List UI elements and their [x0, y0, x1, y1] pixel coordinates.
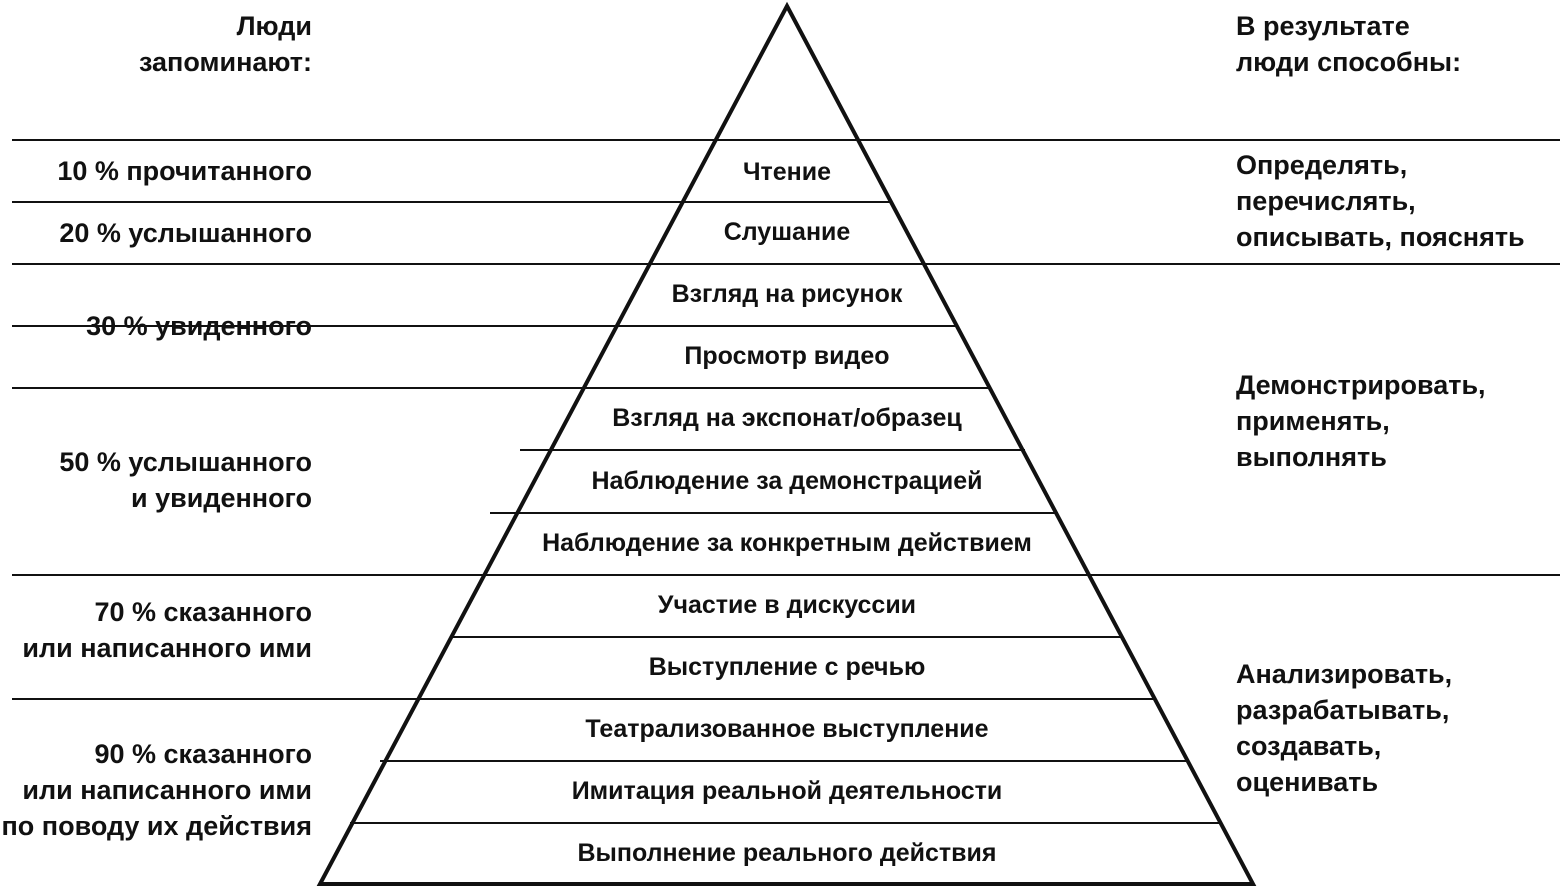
- ability-label: Определять, перечислять, описывать, пояс…: [1236, 147, 1556, 255]
- ability-line: применять,: [1236, 406, 1390, 436]
- retention-label: 50 % услышанного и увиденного: [0, 444, 312, 516]
- pyramid-level: Выступление с речью: [648, 653, 926, 681]
- retention-label: 20 % услышанного: [0, 215, 312, 251]
- pyramid-level: Наблюдение за демонстрацией: [591, 467, 983, 495]
- pyramid-outline: [316, 1, 1257, 886]
- pyramid-level: Имитация реальной деятельности: [571, 777, 1003, 805]
- pyramid-level: Взгляд на рисунок: [671, 280, 903, 308]
- ability-line: выполнять: [1236, 442, 1387, 472]
- retention-label: 90 % сказанного или написанного ими по п…: [0, 736, 312, 844]
- ability-line: оценивать: [1236, 767, 1379, 797]
- retention-line: 10 % прочитанного: [57, 156, 312, 186]
- retention-label: 10 % прочитанного: [0, 153, 312, 189]
- ability-line: создавать,: [1236, 731, 1382, 761]
- left-header-line: запоминают:: [138, 47, 312, 77]
- retention-line: 30 % увиденного: [86, 311, 312, 341]
- retention-label: 70 % сказанного или написанного ими: [0, 594, 312, 666]
- pyramid-level: Просмотр видео: [684, 342, 890, 370]
- ability-label: Анализировать, разрабатывать, создавать,…: [1236, 656, 1556, 800]
- ability-line: разрабатывать,: [1236, 695, 1450, 725]
- right-header-line: В результате: [1236, 11, 1410, 41]
- retention-line: по поводу их действия: [1, 811, 312, 841]
- ability-line: Анализировать,: [1236, 659, 1453, 689]
- ability-line: перечислять,: [1236, 186, 1416, 216]
- ability-line: описывать, пояснять: [1236, 222, 1525, 252]
- ability-label: Демонстрировать, применять, выполнять: [1236, 367, 1556, 475]
- retention-line: или написанного ими: [22, 775, 312, 805]
- pyramid-level: Выполнение реального действия: [577, 839, 997, 867]
- retention-line: 70 % сказанного: [94, 597, 313, 627]
- ability-line: Определять,: [1236, 150, 1408, 180]
- retention-line: или написанного ими: [22, 633, 312, 663]
- pyramid-level: Наблюдение за конкретным действием: [542, 529, 1032, 557]
- pyramid-level: Участие в дискуссии: [657, 591, 917, 619]
- retention-line: 90 % сказанного: [94, 739, 313, 769]
- retention-line: 50 % услышанного: [59, 447, 312, 477]
- retention-line: 20 % услышанного: [59, 218, 312, 248]
- pyramid-level: Слушание: [723, 218, 851, 246]
- pyramid-level: Взгляд на экспонат/образец: [612, 404, 962, 432]
- pyramid-level: Чтение: [742, 158, 832, 186]
- left-header: Люди запоминают:: [0, 8, 312, 80]
- right-header: В результате люди способны:: [1236, 8, 1556, 80]
- ability-line: Демонстрировать,: [1236, 370, 1486, 400]
- left-header-line: Люди: [236, 11, 312, 41]
- retention-line: и увиденного: [131, 483, 312, 513]
- pyramid-level: Театрализованное выступление: [585, 715, 989, 743]
- retention-label: 30 % увиденного: [0, 308, 312, 344]
- right-header-line: люди способны:: [1236, 47, 1462, 77]
